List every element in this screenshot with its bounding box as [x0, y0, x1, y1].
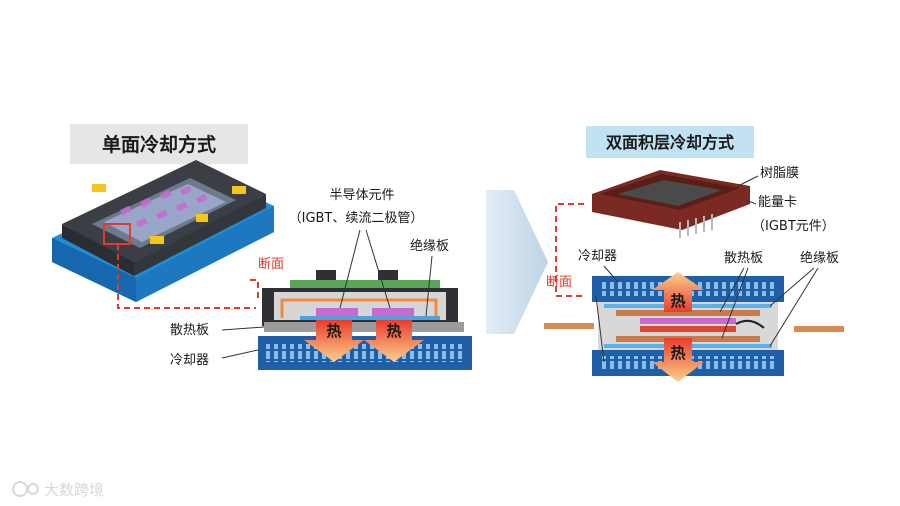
left-heat-label-1: 热 — [326, 322, 341, 340]
power-card-detail-label: （IGBT元件） — [752, 219, 835, 234]
left-cross-section-label: 断面 — [258, 257, 284, 272]
right-cross-section: 热 热 — [544, 272, 844, 382]
semiconductor-detail-label: （IGBT、续流二极管） — [289, 211, 424, 226]
resin-film-label: 树脂膜 — [760, 166, 799, 181]
power-card-label: 能量卡 — [758, 195, 797, 210]
right-heat-plate-label: 散热板 — [724, 251, 763, 266]
right-panel: 双面积层冷却方式 树脂膜 能量卡 （IGBT元件） 断面 — [544, 126, 844, 382]
left-cooler-label: 冷却器 — [170, 353, 209, 368]
power-card-illustration — [592, 170, 750, 238]
watermark-text: 大数跨境 — [44, 481, 104, 499]
left-heat-label-2: 热 — [386, 322, 401, 340]
right-heat-label-2: 热 — [670, 344, 685, 362]
left-cross-section: 热 热 — [258, 270, 472, 370]
left-heat-plate-label: 散热板 — [170, 323, 209, 338]
left-insulator-label: 绝缘板 — [410, 238, 449, 254]
right-insulator-label: 绝缘板 — [800, 250, 839, 266]
left-panel: 单面冷却方式 — [52, 124, 472, 370]
semiconductor-label: 半导体元件 — [329, 188, 394, 203]
right-cross-section-label: 断面 — [546, 275, 572, 290]
right-title: 双面积层冷却方式 — [606, 133, 734, 152]
transition-arrow — [486, 190, 548, 334]
right-heat-label-1: 热 — [670, 292, 685, 310]
left-title: 单面冷却方式 — [102, 133, 216, 156]
power-module-illustration — [52, 160, 274, 302]
watermark: 大数跨境 — [13, 481, 104, 499]
right-cooler-label: 冷却器 — [578, 249, 617, 264]
